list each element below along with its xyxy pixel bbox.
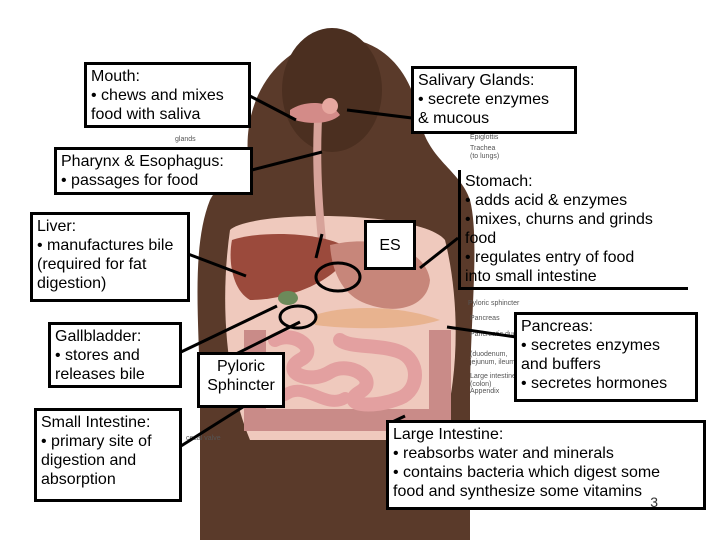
pyloric-marker <box>278 304 318 330</box>
figure-label-epiglottis: Epiglottis <box>470 134 499 141</box>
figure-label-glands: glands <box>175 136 196 143</box>
pharynx-esophagus-label: Pharynx & Esophagus: • passages for food <box>54 147 253 195</box>
figure-label-duodenum: (duodenum,jejunum, ileum) <box>469 351 517 366</box>
liver-label: Liver: • manufactures bile (required for… <box>30 212 190 302</box>
figure-label-cecal-valve: cecal valve <box>186 435 221 442</box>
salivary-glands-label: Salivary Glands: • secrete enzymes & muc… <box>411 66 577 134</box>
small-intestine-shape <box>268 330 422 412</box>
leader-mouth <box>247 93 297 122</box>
pancreas-label: Pancreas: • secretes enzymes and buffers… <box>514 312 698 402</box>
slide-number: 3 <box>650 494 658 510</box>
leader-salivary <box>346 108 413 120</box>
leader-es <box>314 233 324 259</box>
figure-label-large-intestine: Large intestine(colon) <box>470 373 516 388</box>
leader-gallbladder <box>180 304 278 354</box>
large-intestine-label: Large Intestine: • reabsorbs water and m… <box>386 420 706 510</box>
es-marker <box>314 261 362 293</box>
small-intestine-label: Small Intestine: • primary site of diges… <box>34 408 182 502</box>
leader-liver <box>187 252 247 278</box>
pancreas-shape <box>315 308 440 329</box>
esophagus <box>313 119 326 241</box>
small-intestine-shape-2 <box>279 384 351 407</box>
pyloric-sphincter-label: Pyloric Sphincter <box>197 352 285 408</box>
figure-label-trachea: Trachea(to lungs) <box>470 145 499 160</box>
leader-stomach <box>419 236 459 270</box>
figure-label-pyloric-sphincter: Pyloric sphincter <box>468 300 520 307</box>
head <box>282 28 382 152</box>
gallbladder-label: Gallbladder: • stores and releases bile <box>48 322 182 388</box>
leader-pharynx <box>251 150 323 172</box>
liver-shape <box>230 234 350 300</box>
markers <box>278 261 362 330</box>
salivary-gland-shape <box>322 98 338 114</box>
gallbladder-shape <box>278 291 298 305</box>
figure-label-pancreas: Pancreas <box>470 315 500 322</box>
figure-label-appendix: Appendix <box>470 388 500 395</box>
leader-lines <box>180 93 517 448</box>
mouth-label: Mouth: • chews and mixes food with saliv… <box>84 62 251 128</box>
stomach-label: Stomach: • adds acid & enzymes • mixes, … <box>458 170 688 290</box>
leader-pancreas <box>446 325 517 339</box>
es-label: ES <box>364 220 416 270</box>
